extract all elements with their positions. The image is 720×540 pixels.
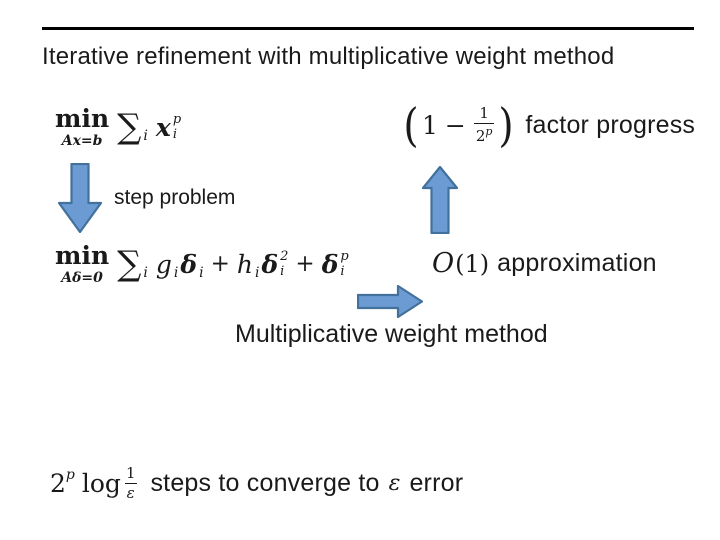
summation-symbol: ∑ <box>117 244 142 284</box>
index-i: i <box>340 264 345 279</box>
coefficient-g: g <box>155 249 172 279</box>
exponent-p: p <box>65 466 75 483</box>
h-index: i <box>254 265 260 281</box>
constraint-adelta-0: Aδ=0 <box>61 270 103 286</box>
title-divider-line <box>42 27 694 30</box>
step-problem-formula: min Aδ=0 ∑ i g i δ i + h i δ 2 i + δ p i <box>55 243 349 285</box>
exponent-2: 2 <box>280 249 289 264</box>
down-arrow-shape <box>58 163 102 233</box>
minus-sign: − <box>444 110 466 140</box>
delta-2: δ <box>261 249 279 279</box>
right-arrow-icon <box>357 285 423 318</box>
approximation-formula: O (1) approximation <box>432 249 657 278</box>
multiplicative-weight-method-label: Multiplicative weight method <box>235 320 548 348</box>
base-2: 2 <box>50 469 66 498</box>
index-i: i <box>172 127 177 142</box>
den-base: 2 <box>475 127 486 145</box>
delta-3-scripts: p i <box>340 250 348 278</box>
factor-progress-label: factor progress <box>525 110 696 139</box>
error-text: error <box>409 469 464 497</box>
min-word: min <box>55 241 110 270</box>
big-o-symbol: O <box>432 248 455 279</box>
g-index: i <box>173 265 179 281</box>
big-o-argument: (1) <box>455 249 490 278</box>
constraint-ax-b: Ax=b <box>61 133 103 149</box>
open-paren: ( <box>403 98 419 152</box>
fraction-numerator: 1 <box>479 104 489 122</box>
epsilon-symbol: ε <box>388 471 401 496</box>
plus-sign: + <box>210 251 230 277</box>
delta-1: δ <box>180 249 198 279</box>
plus-sign: + <box>295 251 315 277</box>
min-operator: min Aδ=0 <box>55 243 109 285</box>
delta-2-scripts: 2 i <box>280 250 288 278</box>
fraction-1-over-2p: 1 2p <box>473 104 495 145</box>
up-arrow-shape <box>422 166 458 234</box>
slide-title: Iterative refinement with multiplicative… <box>42 43 615 70</box>
down-arrow-icon <box>58 163 102 233</box>
min-operator: min Ax=b <box>55 106 109 148</box>
den-exponent: p <box>485 125 493 138</box>
up-arrow-icon <box>422 166 458 234</box>
summation-index: i <box>143 265 148 281</box>
exponent-p: p <box>340 249 349 264</box>
fraction-denominator: 2p <box>473 123 495 145</box>
exponent-p: p <box>172 112 182 127</box>
index-i: i <box>280 264 285 279</box>
number-one: 1 <box>421 110 438 140</box>
right-arrow-shape <box>357 285 423 318</box>
step-problem-label: step problem <box>114 186 236 209</box>
summation-symbol: ∑ <box>117 107 142 147</box>
approximation-label: approximation <box>497 249 657 277</box>
x-scripts: p i <box>173 113 181 141</box>
coefficient-h: h <box>236 249 253 279</box>
steps-to-converge-text: steps to converge to <box>150 469 380 497</box>
fraction-numerator: 1 <box>125 464 136 482</box>
summation-index: i <box>143 128 148 144</box>
min-word: min <box>55 104 110 133</box>
fraction-denominator-epsilon: ε <box>124 483 137 502</box>
primal-objective-formula: min Ax=b ∑ i x p i <box>55 106 181 148</box>
close-paren: ) <box>498 98 515 152</box>
variable-x: x <box>155 112 171 142</box>
fraction-1-over-epsilon: 1 ε <box>124 466 138 501</box>
delta-1-index: i <box>199 265 204 281</box>
delta-3: δ <box>321 249 339 279</box>
log-word: log <box>81 469 121 498</box>
convergence-formula: 2 p log 1 ε steps to converge to ε error <box>50 466 463 501</box>
progress-factor-formula: ( 1 − 1 2p ) factor progress <box>402 102 695 148</box>
